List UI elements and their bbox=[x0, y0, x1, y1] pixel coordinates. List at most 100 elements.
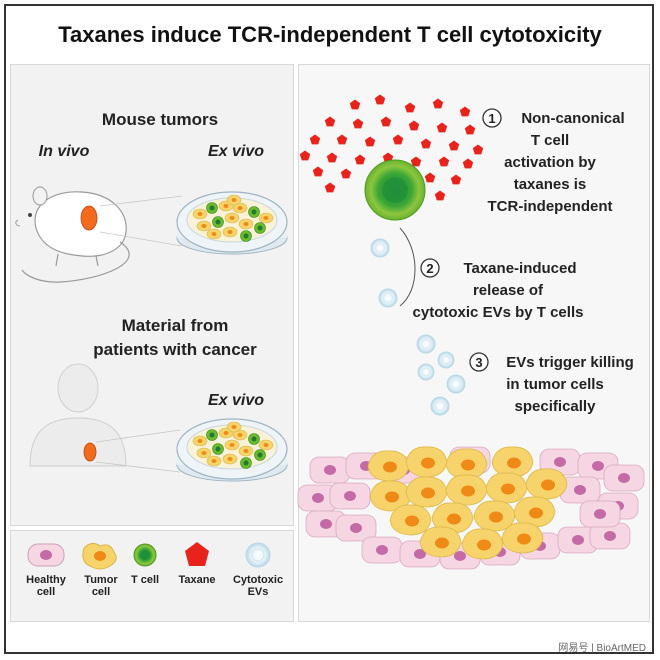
taxane-19 bbox=[326, 152, 338, 163]
tissue-healthy-nucleus-3 bbox=[554, 457, 566, 467]
patient-body-illustration bbox=[29, 363, 127, 467]
tissue-healthy-nucleus-14 bbox=[454, 551, 466, 561]
dish-tumor-nucleus-3 bbox=[237, 433, 243, 437]
tissue-tumor-nucleus-10 bbox=[447, 513, 461, 525]
healthy-cell-icon bbox=[27, 543, 65, 567]
tissue-healthy-nucleus-13 bbox=[414, 549, 426, 559]
ev-6 bbox=[430, 396, 450, 416]
taxane-9 bbox=[436, 122, 448, 133]
legend-ev-line-1: Cytotoxic bbox=[232, 574, 284, 586]
patient-heading-line1: Material from bbox=[121, 316, 229, 335]
tissue-tumor-nucleus-8 bbox=[541, 479, 555, 491]
tissue-healthy-nucleus-5 bbox=[618, 473, 630, 483]
step-1-line-4: taxanes is bbox=[513, 176, 587, 193]
taxane-24 bbox=[462, 158, 474, 169]
taxane-16 bbox=[448, 140, 460, 151]
taxane-7 bbox=[380, 116, 392, 127]
dish-tumor-nucleus-9 bbox=[243, 222, 249, 226]
taxane-10 bbox=[464, 124, 476, 135]
tissue-healthy-nucleus-12 bbox=[376, 545, 388, 555]
step-2-bracket bbox=[399, 227, 416, 307]
figure-title: Taxanes induce TCR-independent T cell cy… bbox=[58, 22, 602, 47]
tissue-healthy-nucleus-17 bbox=[572, 535, 584, 545]
dish-tumor-nucleus-5 bbox=[263, 443, 269, 447]
taxane-6 bbox=[352, 118, 364, 129]
dish-t-cell-nucleus-13 bbox=[243, 460, 249, 466]
taxane-12 bbox=[336, 134, 348, 145]
dish-t-cell-nucleus-4 bbox=[251, 209, 257, 215]
ev-5 bbox=[417, 363, 435, 381]
dish-tumor-nucleus-11 bbox=[211, 459, 217, 463]
legend-tumor-line-2: cell bbox=[91, 586, 111, 598]
taxane-27 bbox=[424, 172, 436, 183]
dish-tumor-nucleus-2 bbox=[223, 204, 229, 208]
dish-tumor-nucleus-14 bbox=[231, 198, 237, 202]
tissue-tumor-nucleus-6 bbox=[461, 485, 475, 497]
dish-tumor-nucleus-5 bbox=[263, 216, 269, 220]
step-3-line-1: EVs trigger killing bbox=[506, 354, 634, 371]
step-2-num-text: 2 bbox=[426, 261, 433, 276]
dish-tumor-nucleus-12 bbox=[227, 230, 233, 234]
dish-tumor-nucleus-8 bbox=[229, 216, 235, 220]
tissue-illustration bbox=[297, 446, 645, 570]
ev-core-3 bbox=[441, 355, 451, 365]
in-vivo-label: In vivo bbox=[38, 143, 90, 160]
step-3-line-2: in tumor cells bbox=[506, 376, 604, 393]
petri-dish-mouse bbox=[176, 191, 288, 255]
ev-core-4 bbox=[451, 379, 461, 389]
tissue-tumor-nucleus-5 bbox=[421, 487, 435, 499]
tissue-tumor-nucleus-7 bbox=[501, 483, 515, 495]
legend-tcell-label: T cell bbox=[130, 574, 160, 586]
dish-tumor-nucleus-2 bbox=[223, 431, 229, 435]
ev-core-6 bbox=[435, 401, 445, 411]
dish-t-cell-nucleus-10 bbox=[257, 452, 263, 458]
dish-t-cell-nucleus-10 bbox=[257, 225, 263, 231]
taxane-25 bbox=[312, 166, 324, 177]
ev-core-1 bbox=[383, 293, 393, 303]
step-1-line-2: T cell bbox=[530, 132, 570, 149]
ev-core-2 bbox=[421, 339, 431, 349]
step-1-line-5: TCR-independent bbox=[487, 198, 613, 215]
ev-particles bbox=[370, 238, 466, 416]
taxane-4 bbox=[459, 106, 471, 117]
dish-t-cell-nucleus-7 bbox=[215, 219, 221, 225]
tissue-tumor-nucleus-12 bbox=[529, 507, 543, 519]
step-1-line-3: activation by bbox=[504, 154, 596, 171]
ex-vivo-label-patient: Ex vivo bbox=[207, 392, 265, 409]
taxane-0 bbox=[349, 99, 361, 110]
tissue-tumor-nucleus-3 bbox=[507, 457, 521, 469]
tissue-tumor-nucleus-0 bbox=[383, 461, 397, 473]
t-cell bbox=[364, 159, 426, 221]
patient-heading-line2: patients with cancer bbox=[93, 340, 257, 359]
taxane-15 bbox=[420, 138, 432, 149]
taxane-1 bbox=[374, 94, 386, 105]
dish-tumor-nucleus-6 bbox=[201, 224, 207, 228]
dish-tumor-nucleus-8 bbox=[229, 443, 235, 447]
step-1-number: 1 bbox=[482, 108, 502, 128]
mouse-illustration bbox=[15, 186, 130, 283]
dish-tumor-nucleus-12 bbox=[227, 457, 233, 461]
dish-t-cell-nucleus-1 bbox=[209, 205, 215, 211]
taxane-14 bbox=[392, 134, 404, 145]
ev-4 bbox=[446, 374, 466, 394]
taxane-5 bbox=[324, 116, 336, 127]
tissue-healthy-nucleus-11 bbox=[350, 523, 362, 533]
legend-taxane-label: Taxane bbox=[178, 574, 216, 586]
dish-t-cell-nucleus-1 bbox=[209, 432, 215, 438]
patient-tumor bbox=[83, 442, 97, 462]
ev-core-5 bbox=[421, 367, 431, 377]
tissue-tumor-nucleus-1 bbox=[421, 457, 435, 469]
taxane-11 bbox=[309, 134, 321, 145]
tissue-tumor-nucleus-4 bbox=[385, 491, 399, 503]
taxane-23 bbox=[438, 156, 450, 167]
taxane-8 bbox=[408, 120, 420, 131]
taxane-legend-icon bbox=[185, 542, 209, 566]
dish-tumor-nucleus-11 bbox=[211, 232, 217, 236]
step-2-line-2: release of bbox=[472, 282, 544, 299]
ex-vivo-label-mouse: Ex vivo bbox=[207, 143, 265, 160]
step-3-number: 3 bbox=[469, 352, 489, 372]
tissue-healthy-nucleus-7 bbox=[344, 491, 356, 501]
taxane-22 bbox=[410, 156, 422, 167]
legend-ev-line-2: EVs bbox=[247, 586, 269, 598]
